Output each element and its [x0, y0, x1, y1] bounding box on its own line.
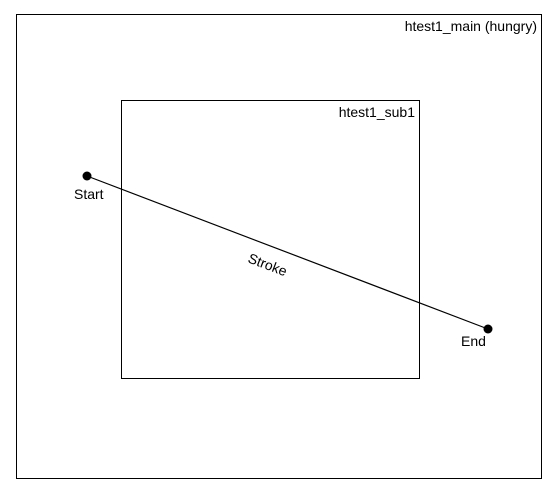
end-point	[483, 324, 493, 334]
start-point	[82, 171, 92, 181]
sub-window-title: htest1_sub1	[338, 104, 415, 120]
start-label: Start	[74, 186, 104, 202]
stroke-line	[86, 175, 489, 330]
main-window-frame: htest1_main (hungry)	[16, 14, 542, 479]
end-label: End	[461, 333, 486, 349]
sub-window-frame: htest1_sub1	[121, 100, 420, 379]
main-window-title: htest1_main (hungry)	[404, 18, 537, 34]
stroke-label: Stroke	[246, 250, 290, 279]
